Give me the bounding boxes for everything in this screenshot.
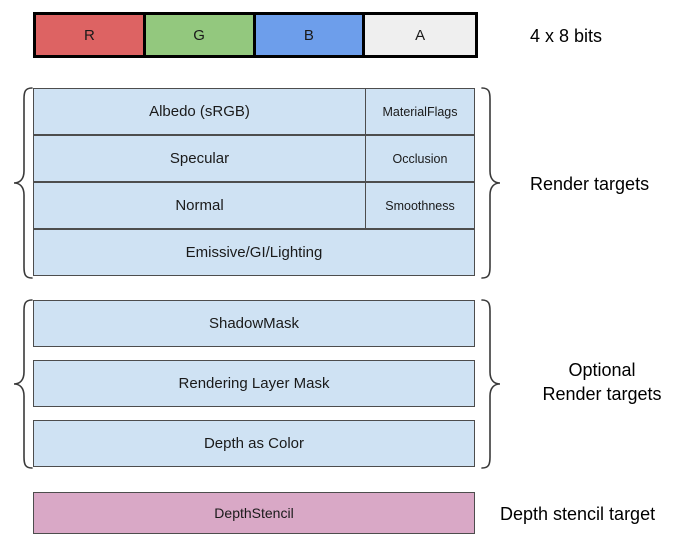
optional-targets-left-brace <box>11 298 35 470</box>
label-render-targets: Render targets <box>530 174 650 194</box>
optional-target-depth-as-color: Depth as Color <box>33 420 475 467</box>
depth-stencil-label: DepthStencil <box>214 505 294 521</box>
render-target-smoothness-label: Smoothness <box>385 198 455 213</box>
channel-cell-a: A <box>365 15 475 55</box>
channel-label-b: B <box>303 26 314 44</box>
render-target-emissive-label: Emissive/GI/Lighting <box>185 244 323 261</box>
table-row: Albedo (sRGB) MaterialFlags <box>33 88 475 135</box>
table-row: Normal Smoothness <box>33 182 475 229</box>
rgba-channel-bar: R G B A <box>33 12 478 58</box>
render-targets-left-brace <box>11 86 35 280</box>
optional-target-shadowmask: ShadowMask <box>33 300 475 347</box>
render-target-smoothness: Smoothness <box>365 182 475 229</box>
render-target-specular-label: Specular <box>169 150 230 167</box>
render-target-normal-label: Normal <box>175 197 224 214</box>
optional-target-rendering-layer-mask: Rendering Layer Mask <box>33 360 475 407</box>
channel-label-r: R <box>83 26 95 44</box>
render-target-materialflags: MaterialFlags <box>365 88 475 135</box>
label-depth-stencil-target: Depth stencil target <box>500 504 656 524</box>
channel-label-a: A <box>415 26 426 44</box>
render-target-specular: Specular <box>33 135 365 182</box>
label-bit-depth: 4 x 8 bits <box>530 26 603 46</box>
depth-stencil-box: DepthStencil <box>33 492 475 534</box>
render-target-occlusion-label: Occlusion <box>392 151 448 166</box>
render-target-albedo-label: Albedo (sRGB) <box>149 103 250 120</box>
table-row: Specular Occlusion <box>33 135 475 182</box>
label-optional-render-targets: Optional Render targets <box>542 360 662 404</box>
render-targets-table: Albedo (sRGB) MaterialFlags Specular Occ… <box>33 88 475 276</box>
optional-target-shadowmask-label: ShadowMask <box>208 315 300 332</box>
channel-cell-g: G <box>145 15 256 55</box>
render-target-occlusion: Occlusion <box>365 135 475 182</box>
render-target-albedo: Albedo (sRGB) <box>33 88 365 135</box>
channel-cell-r: R <box>36 15 146 55</box>
optional-targets-right-brace <box>479 298 503 470</box>
render-targets-right-brace <box>479 86 503 280</box>
table-row: Emissive/GI/Lighting <box>33 229 475 276</box>
channel-label-g: G <box>193 26 205 44</box>
render-target-materialflags-label: MaterialFlags <box>382 104 458 119</box>
channel-cell-b: B <box>255 15 366 55</box>
render-target-emissive: Emissive/GI/Lighting <box>33 229 475 276</box>
optional-target-rendering-layer-mask-label: Rendering Layer Mask <box>178 375 330 392</box>
render-target-normal: Normal <box>33 182 365 229</box>
optional-target-depth-as-color-label: Depth as Color <box>203 435 305 452</box>
